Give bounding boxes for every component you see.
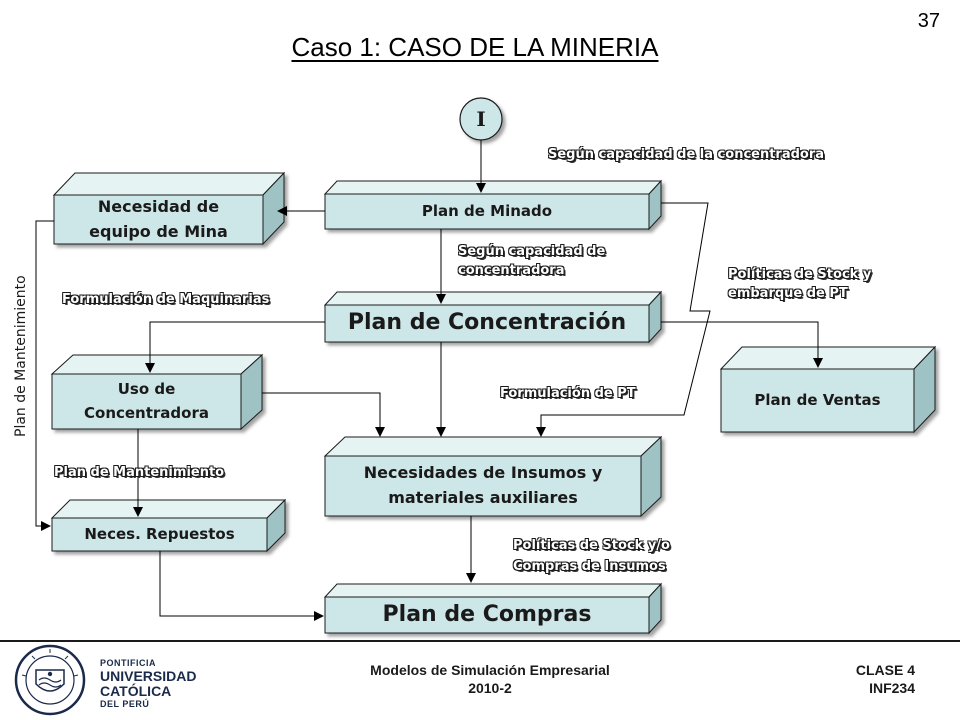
footer-course: Modelos de Simulación Empresarial xyxy=(370,662,610,678)
footer-term: 2010-2 xyxy=(468,679,512,696)
note-politicas-stock-compras: Políticas de Stock y/o Compras de Insumo… xyxy=(513,535,670,578)
box-plan-concentracion xyxy=(323,290,663,344)
label-plan-ventas: Plan de Ventas xyxy=(754,390,881,409)
box-plan-ventas xyxy=(719,345,937,434)
flow-diagram xyxy=(35,97,937,635)
label-uso-line1: Uso de xyxy=(117,380,176,399)
page-title: Caso 1: CASO DE LA MINERIA xyxy=(180,32,770,63)
start-node-label: I xyxy=(476,107,486,131)
note-politicas-compras-line2: Compras de Insumos xyxy=(513,559,666,575)
arrow-concentracion-to-ventas xyxy=(661,321,823,368)
note-politicas-compras-line1: Políticas de Stock y/o xyxy=(513,538,670,553)
university-logo: PONTIFICIA UNIVERSIDAD CATÓLICA DEL PERÚ xyxy=(8,640,198,716)
page-number: 37 xyxy=(917,10,940,32)
note-politicas-embarque-line1: Políticas de Stock y xyxy=(728,267,872,282)
label-uso-concentradora: Uso de Concentradora xyxy=(52,374,241,429)
note-plan-mantenimiento-vertical: Plan de Mantenimiento xyxy=(13,275,29,437)
page-title-text: Caso 1: CASO DE LA MINERIA xyxy=(291,32,659,62)
label-neces-repuestos: Neces. Repuestos xyxy=(84,524,235,543)
label-necesidades-insumos: Necesidades de Insumos y materiales auxil… xyxy=(325,456,641,516)
box-necesidades-insumos xyxy=(323,435,663,518)
label-plan-minado: Plan de Minado xyxy=(421,201,553,220)
box-necesidad-equipo xyxy=(52,171,286,246)
note-politicas-embarque-line2: embarque de PT xyxy=(728,285,848,301)
logo-line1: PONTIFICIA xyxy=(100,658,156,668)
footer-course-info: Modelos de Simulación Empresarial 2010-2 xyxy=(300,662,680,697)
label-necesidad-equipo-line1: Necesidad de xyxy=(97,196,220,216)
box-plan-compras xyxy=(323,582,663,635)
arrow-uso-to-insumos xyxy=(262,392,385,437)
label-insumos-line1: Necesidades de Insumos y xyxy=(363,463,603,483)
footer-divider xyxy=(0,640,960,642)
label-plan-compras: Plan de Compras xyxy=(382,601,592,627)
arrow-repuestos-to-compras xyxy=(159,551,324,621)
label-uso-line2: Concentradora xyxy=(84,403,209,422)
note-segun-capacidad-top: Según capacidad de la concentradora xyxy=(548,147,825,162)
note-plan-mantenimiento: Plan de Mantenimiento xyxy=(54,465,225,480)
logo-line3: CATÓLICA xyxy=(100,683,172,699)
label-insumos-line2: materiales auxiliares xyxy=(388,488,578,507)
label-necesidad-equipo: Necesidad de equipo de Mina xyxy=(54,195,263,244)
line-minado-to-insumos xyxy=(536,202,711,437)
note-formulacion-maquinarias: Formulación de Maquinarias xyxy=(62,292,270,307)
note-formulacion-pt: Formulación de PT xyxy=(500,386,636,401)
label-plan-concentracion: Plan de Concentración xyxy=(347,310,627,336)
logo-line4: DEL PERÚ xyxy=(100,699,150,709)
note-segun-capacidad-mid-line1: Según capacidad de xyxy=(458,244,606,259)
label-necesidad-equipo-line2: equipo de Mina xyxy=(89,221,228,241)
footer-class-info: CLASE 4 INF234 xyxy=(780,662,915,697)
logo-line2: UNIVERSIDAD xyxy=(100,668,197,684)
box-uso-concentradora xyxy=(50,353,264,431)
footer-code: INF234 xyxy=(869,679,915,696)
note-segun-capacidad-mid: Según capacidad de concentradora xyxy=(458,243,605,281)
footer-class: CLASE 4 xyxy=(855,662,915,678)
box-plan-minado xyxy=(323,179,663,231)
note-politicas-stock-embarque: Políticas de Stock y embarque de PT xyxy=(728,266,871,304)
arrow-concentracion-to-uso xyxy=(145,321,325,373)
note-segun-capacidad-mid-line2: concentradora xyxy=(458,262,565,278)
arrow-equipo-to-repuestos xyxy=(35,220,54,531)
university-seal-icon xyxy=(14,644,86,716)
